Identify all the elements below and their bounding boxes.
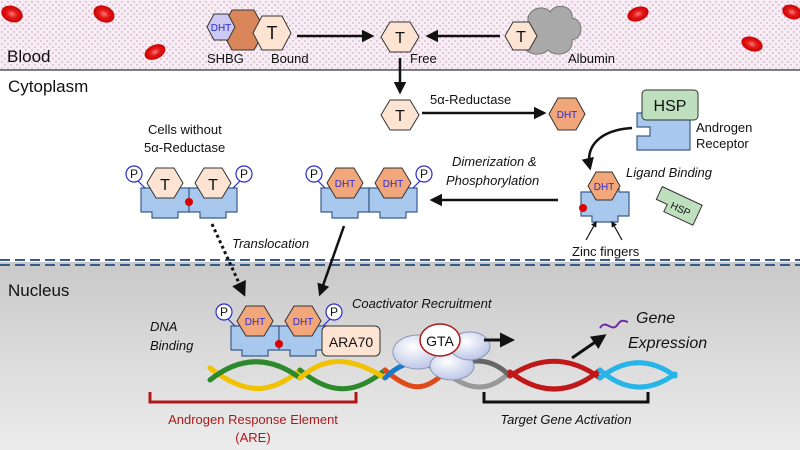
svg-text:P: P	[130, 167, 138, 181]
ara70-box	[321, 325, 381, 357]
ara70-text: ARA70	[329, 334, 374, 350]
svg-text:P: P	[240, 167, 248, 181]
t-receptor-dimer-cytoplasm: T T P P	[125, 165, 253, 219]
albumin-t-hex	[504, 21, 538, 51]
svg-text:DHT: DHT	[383, 179, 404, 190]
translocation-label: Translocation	[232, 236, 309, 251]
shbg-dht-hex	[206, 13, 236, 41]
cells-without-label-1: Cells without	[148, 122, 222, 137]
androgen-receptor-label-2: Receptor	[696, 136, 749, 151]
shbg-dht-text: DHT	[211, 23, 232, 34]
shbg-label: SHBG	[207, 51, 244, 66]
zinc-arrow-right	[611, 220, 623, 241]
bound-t-hex	[252, 15, 292, 51]
nucleus-label: Nucleus	[8, 281, 69, 300]
target-gene-label: Target Gene Activation	[500, 412, 631, 427]
ligand-bound-receptor: DHT	[579, 171, 630, 223]
svg-text:P: P	[330, 305, 338, 319]
androgen-receptor-hsp: HSP	[636, 89, 699, 151]
arrow-translocation-dotted	[210, 223, 246, 297]
svg-text:P: P	[220, 305, 228, 319]
free-t-hex	[380, 21, 420, 53]
bound-t-text: T	[267, 23, 278, 43]
bound-label: Bound	[271, 51, 309, 66]
cells-without-label-2: 5α-Reductase	[144, 140, 225, 155]
gene-expression-label-1: Gene	[636, 310, 675, 327]
svg-text:P: P	[420, 167, 428, 181]
svg-text:DHT: DHT	[335, 179, 356, 190]
cytoplasm-dht-hex	[548, 97, 586, 131]
reductase-label: 5α-Reductase	[430, 92, 511, 107]
svg-text:DHT: DHT	[245, 317, 266, 328]
zinc-fingers-label: Zinc fingers	[572, 244, 640, 259]
cytoplasm-t-hex	[380, 99, 420, 131]
svg-text:DHT: DHT	[293, 317, 314, 328]
dna-binding-label-2: Binding	[150, 338, 194, 353]
dimerization-label-2: Phosphorylation	[446, 173, 539, 188]
arrow-receptor-to-ligand-binding	[581, 126, 633, 171]
androgen-receptor-label-1: Androgen	[696, 120, 752, 135]
zinc-arrow-left	[585, 220, 597, 241]
red-blood-cells	[1, 4, 800, 60]
dht-receptor-dimer-dna-bound: DHT DHT P P	[215, 303, 343, 357]
albumin-label: Albumin	[568, 51, 615, 66]
svg-text:P: P	[310, 167, 318, 181]
receptor-shape	[636, 112, 691, 151]
arrow-gene-expression	[571, 334, 607, 360]
free-label: Free	[410, 51, 437, 66]
cytoplasm-t-text: T	[395, 108, 405, 125]
dht-receptor-dimer-cytoplasm: DHT DHT P P	[305, 165, 433, 219]
svg-text:T: T	[160, 177, 170, 194]
cytoplasm-dht-text: DHT	[557, 110, 578, 121]
are-bracket	[148, 392, 358, 404]
hsp-text: HSP	[654, 98, 687, 115]
gta-text: GTA	[426, 333, 454, 349]
svg-text:DHT: DHT	[594, 182, 615, 193]
target-gene-bracket	[482, 392, 650, 404]
coactivator-label: Coactivator Recruitment	[352, 296, 493, 311]
blood-label: Blood	[7, 47, 50, 66]
are-label-2: (ARE)	[235, 430, 270, 445]
albumin-t-text: T	[516, 29, 526, 46]
are-label-1: Androgen Response Element	[168, 412, 338, 427]
dna-binding-label-1: DNA	[150, 319, 177, 334]
arrow-translocation-solid	[317, 225, 346, 297]
mrna-squiggle	[599, 319, 629, 329]
albumin-complex: T	[504, 5, 582, 55]
cytoplasm-label: Cytoplasm	[8, 77, 88, 96]
gene-expression-label-2: Expression	[628, 335, 707, 352]
dimerization-label-1: Dimerization &	[452, 154, 537, 169]
released-hsp: HSP	[655, 185, 703, 226]
free-t-text: T	[395, 30, 405, 47]
hsp-box	[641, 89, 699, 121]
shbg-bound-complex: DHT T	[206, 9, 292, 51]
gta-complex	[392, 323, 491, 381]
svg-text:T: T	[208, 177, 218, 194]
ligand-binding-label: Ligand Binding	[626, 165, 713, 180]
